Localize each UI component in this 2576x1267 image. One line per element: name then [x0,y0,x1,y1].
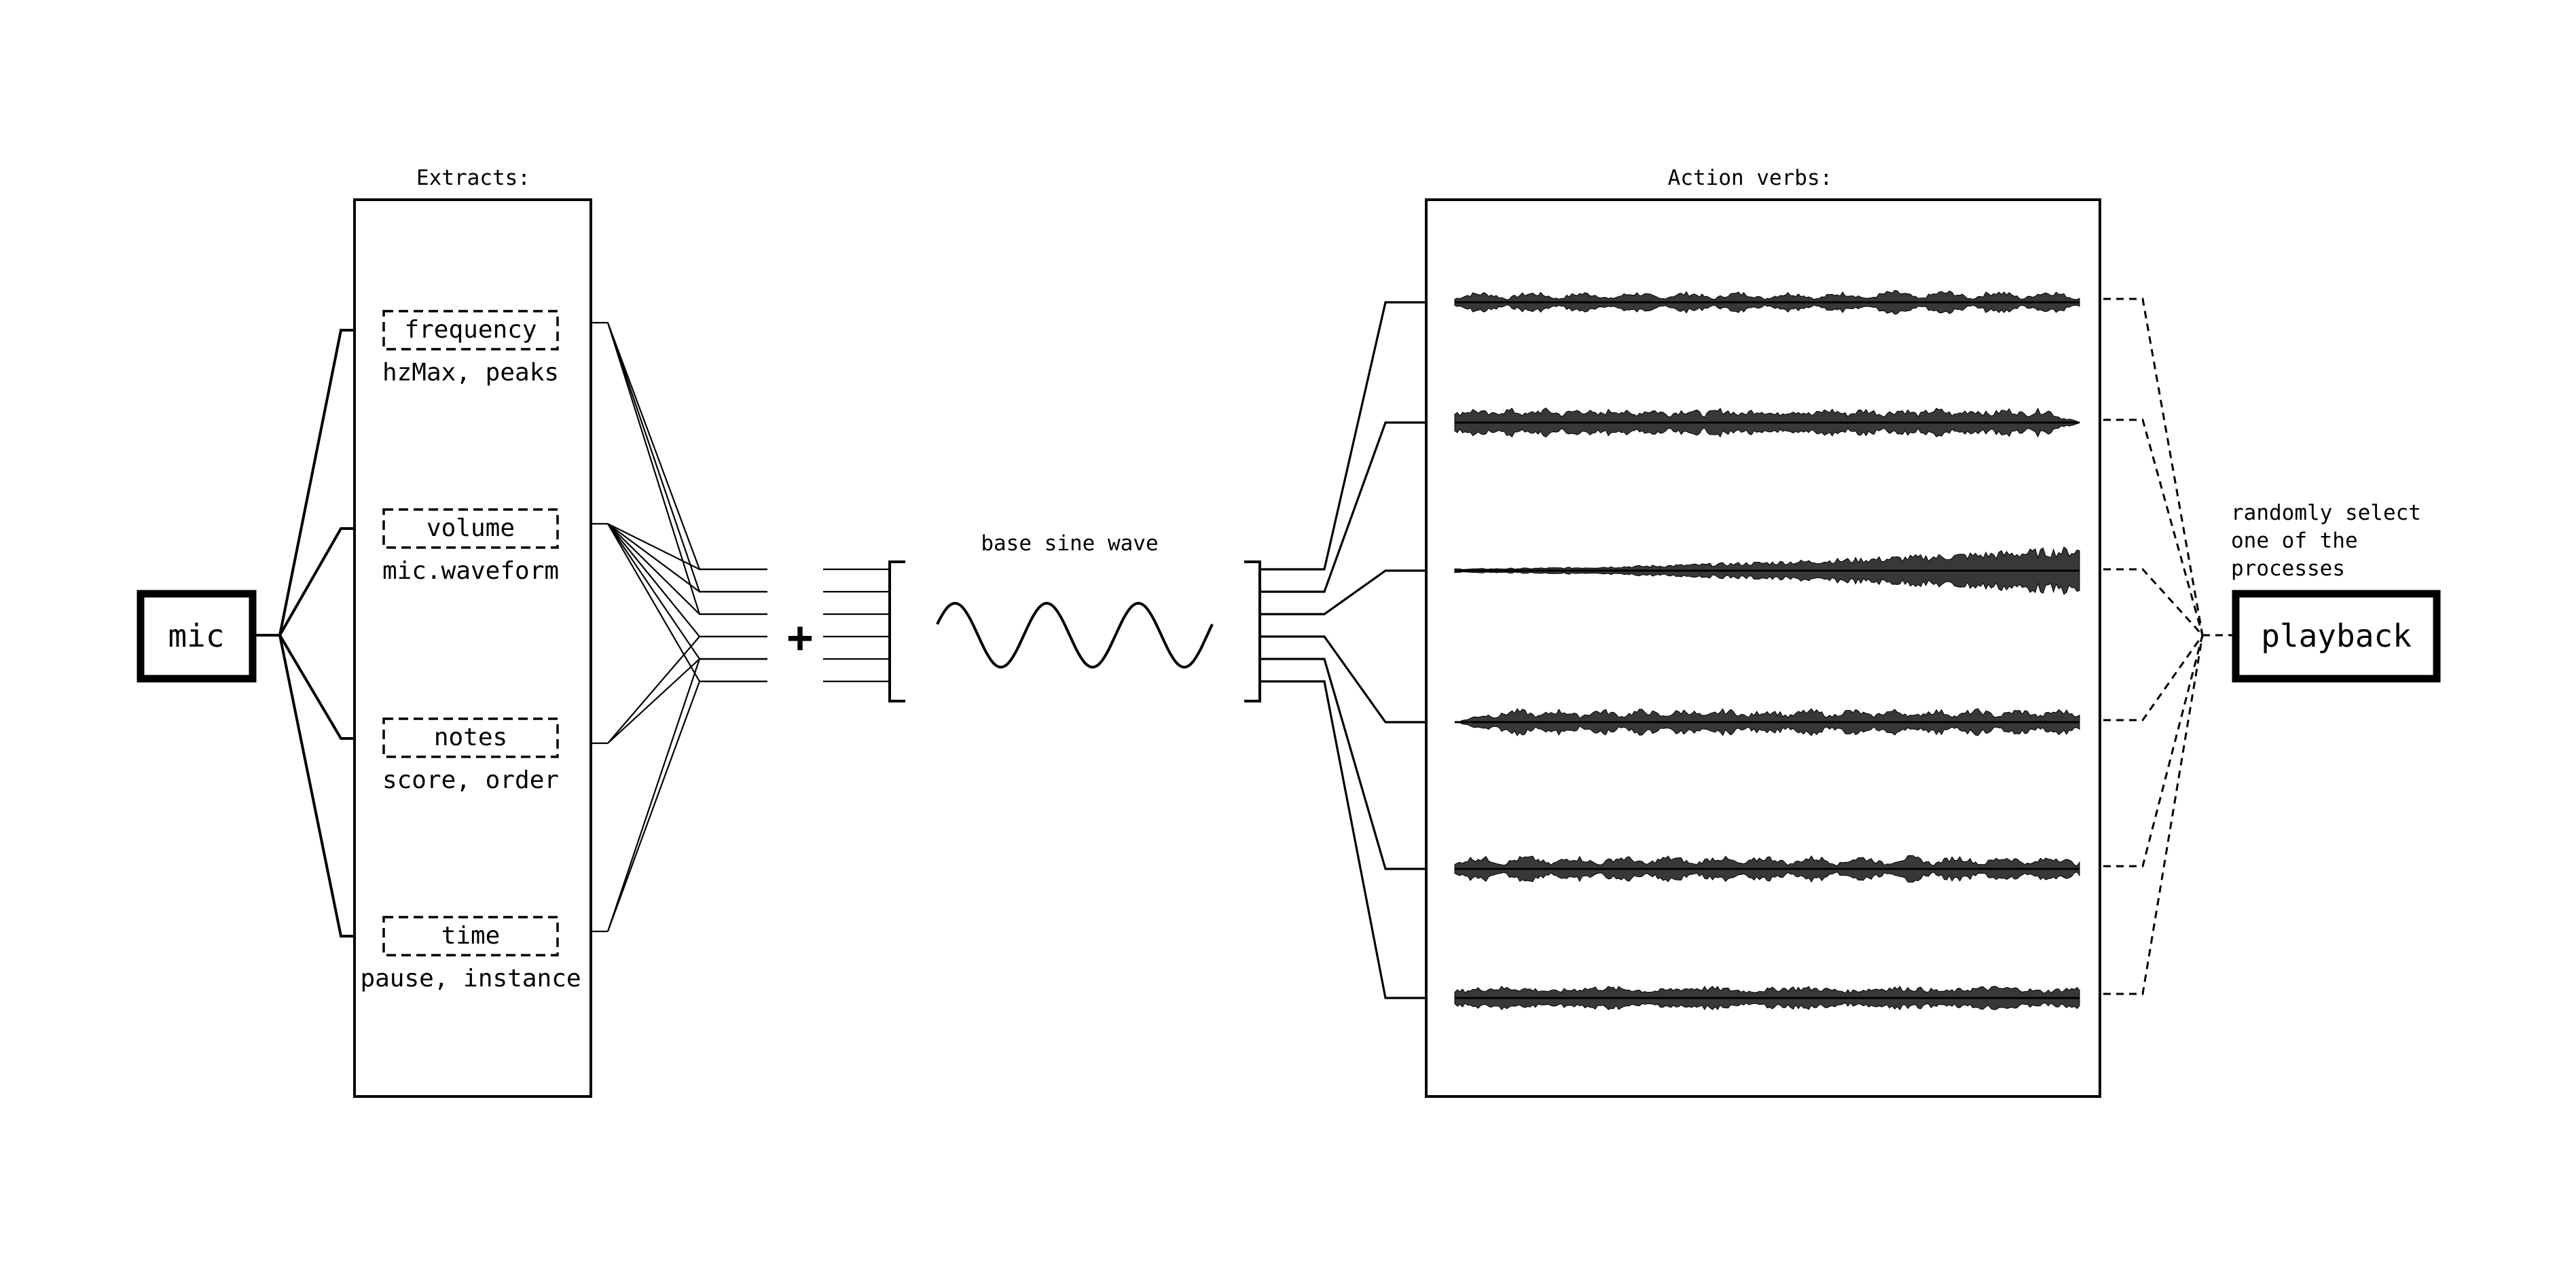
selection-note-line: one of the [2231,529,2358,553]
extract-mix-line [606,658,767,932]
extract-name: frequency [404,316,537,344]
extract-name-box [382,916,559,957]
extracts-title: Extracts: [416,166,530,190]
verb-fan-line [1260,658,1426,870]
mic-label: mic [168,618,224,654]
combiner: + [787,560,905,702]
extract-name-box [382,508,559,549]
combiner-input-stubs [823,568,890,683]
verb-fan-line [1260,680,1426,999]
extract-item-frequency: frequency hzMax, peaks [382,310,559,387]
extract-mix-line [606,322,767,593]
extract-detail: mic.waveform [382,557,559,585]
extract-mix-connectors [591,321,767,933]
extracts-box [353,198,592,1098]
mic-box [137,590,257,683]
random-select-line [2103,568,2204,637]
left-bracket-icon [888,560,905,702]
extract-detail: score, order [382,766,559,794]
extract-mix-line [606,680,767,932]
extract-mix-line [607,523,767,593]
sine-wave-label: base sine wave [981,531,1158,556]
verb-fan-line [1260,635,1426,724]
random-select-line [2103,418,2204,636]
random-select-line [2103,635,2204,868]
extract-detail: pause, instance [360,965,581,993]
extract-detail: hzMax, peaks [382,359,559,387]
extract-mix-line [607,523,767,615]
plus-icon: + [787,613,814,663]
verb-fan-line [1260,569,1426,615]
right-bracket-icon [1244,560,1261,702]
extract-item-time: time pause, instance [360,916,581,993]
verb-fan-line [1260,421,1426,593]
extract-item-notes: notes score, order [382,717,559,794]
extract-mix-line [607,523,767,571]
extract-mix-line [606,322,767,615]
playback-node: playback [2232,590,2441,683]
action-verbs-box [1425,198,2101,1098]
extract-item-volume: volume mic.waveform [382,508,559,585]
random-select-line [2103,298,2204,636]
action-verbs-panel: Action verbs: [1425,166,2101,1098]
extracts-panel: Extracts: frequency hzMax, peaks volume … [353,166,592,1098]
extract-mix-line [606,322,767,571]
extract-name: volume [427,514,515,542]
playback-label: playback [2261,618,2412,654]
extract-name: notes [434,724,507,751]
random-select-line [2103,635,2204,721]
playback-box [2232,590,2441,683]
extract-name: time [441,922,501,950]
extract-mix-line [607,635,767,744]
extract-name-box [382,717,559,758]
action-verb-waveforms [1454,289,2081,1011]
random-select-connectors [2103,298,2236,995]
selection-note: randomly select one of the processes [2231,501,2421,581]
selection-note-line: randomly select [2231,501,2421,525]
extract-name-box [382,310,559,351]
mic-fanout-connectors [253,329,355,938]
verb-fan-line [1260,301,1426,571]
sine-wave-icon [936,602,1214,668]
extract-mix-line [607,658,767,744]
action-verbs-title: Action verbs: [1668,166,1833,190]
mic-node: mic [137,590,257,683]
random-select-line [2103,635,2204,995]
sine-wave-block: base sine wave [936,531,1261,702]
verb-fanout-connectors [1260,301,1426,999]
selection-note-line: processes [2231,556,2345,581]
